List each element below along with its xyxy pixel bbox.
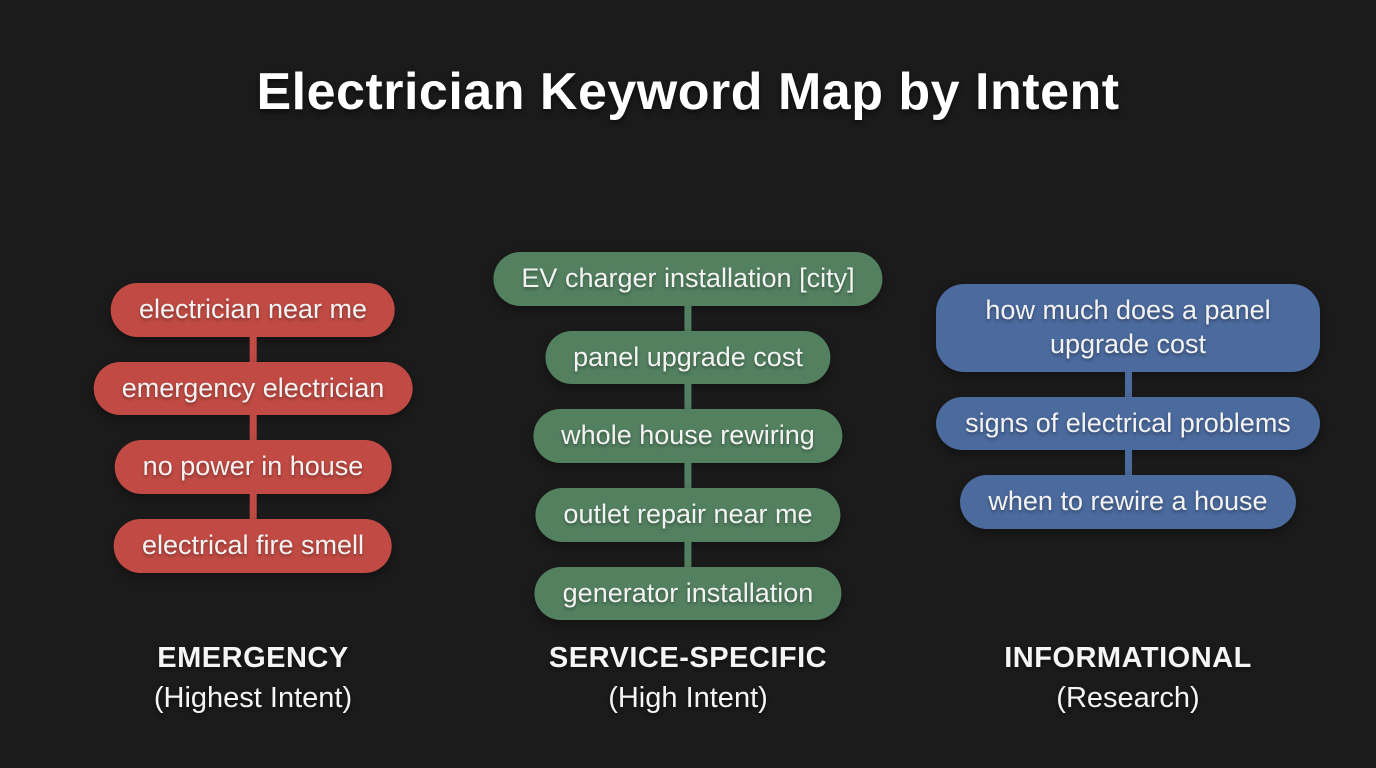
connector-line [249, 415, 257, 441]
column-emergency: electrician near me emergency electricia… [93, 283, 413, 573]
column-label-informational: INFORMATIONAL (Research) [1004, 642, 1252, 715]
connector-line [684, 305, 692, 331]
keyword-pill: electrician near me [110, 283, 396, 337]
keyword-pill: generator installation [534, 566, 842, 621]
keyword-pill: panel upgrade cost [545, 330, 831, 385]
column-label-title: INFORMATIONAL [1004, 642, 1252, 674]
page-title: Electrician Keyword Map by Intent [256, 63, 1120, 121]
keyword-pill: electrical fire smell [113, 519, 393, 573]
column-informational: how much does a panel upgrade cost signs… [936, 284, 1320, 529]
keyword-pill: EV charger installation [city] [493, 252, 883, 306]
column-label-subtitle: (Highest Intent) [153, 682, 353, 714]
connector-line [684, 541, 692, 567]
column-label-service-specific: SERVICE-SPECIFIC (High Intent) [549, 642, 827, 715]
column-label-subtitle: (Research) [1056, 682, 1200, 714]
keyword-pill: signs of electrical problems [936, 396, 1320, 451]
connector-line [684, 384, 692, 410]
column-label-title: EMERGENCY [157, 642, 349, 674]
column-label-emergency: EMERGENCY (Highest Intent) [154, 642, 352, 715]
column-label-subtitle: (High Intent) [608, 682, 768, 714]
connector-line [1124, 450, 1132, 476]
keyword-pill: outlet repair near me [535, 488, 841, 542]
column-label-title: SERVICE-SPECIFIC [548, 642, 828, 674]
connector-line [249, 494, 257, 520]
connector-line [249, 336, 257, 362]
column-service-specific: EV charger installation [city] panel upg… [493, 252, 883, 621]
keyword-pill: how much does a panel upgrade cost [936, 284, 1320, 372]
keyword-pill: no power in house [114, 440, 392, 495]
keyword-pill: whole house rewiring [533, 409, 843, 464]
keyword-pill: when to rewire a house [960, 475, 1296, 529]
connector-line [1124, 371, 1132, 397]
connector-line [684, 463, 692, 489]
keyword-pill: emergency electrician [93, 361, 413, 416]
